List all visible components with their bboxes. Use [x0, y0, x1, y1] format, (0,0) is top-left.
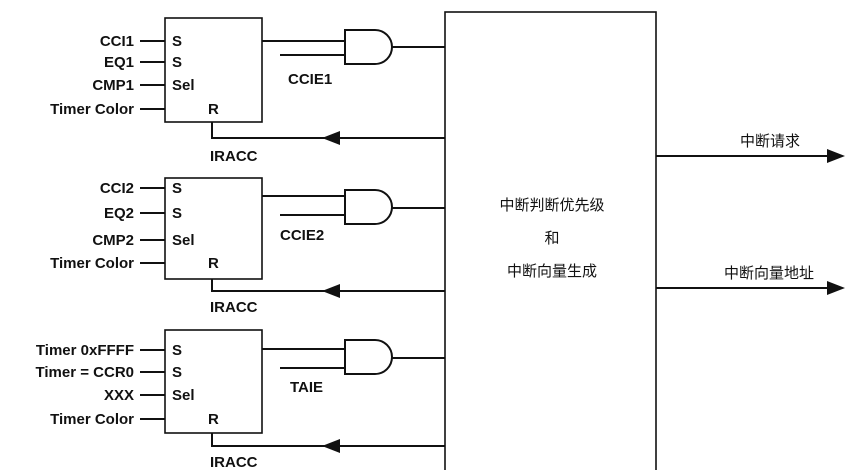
- input-label: CMP2: [92, 232, 134, 249]
- enable-label: CCIE1: [288, 71, 332, 88]
- and-gate-3: [344, 339, 393, 375]
- priority-vector-box: [444, 11, 657, 470]
- enable-label: CCIE2: [280, 227, 324, 244]
- central-label-line3: 中断向量生成: [507, 262, 597, 280]
- interrupt-request-arrow: [827, 149, 845, 163]
- flag-register-box-1: [164, 17, 263, 123]
- pin-label: R: [208, 101, 219, 118]
- feedback-arrow: [322, 284, 340, 298]
- feedback-wire: [211, 122, 445, 139]
- outputs: 中断请求 中断向量地址: [656, 132, 845, 295]
- and-gate-2: [344, 189, 393, 225]
- vector-address-label: 中断向量地址: [724, 264, 814, 282]
- enable-label: TAIE: [290, 379, 323, 396]
- pin-label: Sel: [172, 387, 195, 404]
- pin-label: S: [172, 54, 182, 71]
- input-label: EQ1: [104, 54, 134, 71]
- pin-label: S: [172, 180, 182, 197]
- vector-address-arrow: [827, 281, 845, 295]
- input-label: CCI1: [100, 33, 134, 50]
- input-label: XXX: [104, 387, 134, 404]
- pin-label: S: [172, 364, 182, 381]
- feedback-label: IRACC: [210, 299, 258, 316]
- interrupt-priority-block: 中断判断优先级 和 中断向量生成: [444, 11, 657, 470]
- feedback-wire: [211, 433, 445, 447]
- feedback-arrow: [322, 131, 340, 145]
- pin-label: R: [208, 411, 219, 428]
- interrupt-request-label: 中断请求: [740, 132, 800, 150]
- interrupt-block-3: Timer 0xFFFF Timer = CCR0 XXX Timer Colo…: [35, 329, 445, 470]
- feedback-arrow: [322, 439, 340, 453]
- pin-label: Sel: [172, 232, 195, 249]
- central-label-line1: 中断判断优先级: [499, 196, 604, 214]
- pin-label: S: [172, 205, 182, 222]
- input-label: Timer Color: [50, 101, 134, 118]
- and-gate-1: [344, 29, 393, 65]
- input-label: Timer = CCR0: [35, 364, 134, 381]
- input-label: Timer Color: [50, 255, 134, 272]
- pin-label: Sel: [172, 77, 195, 94]
- feedback-label: IRACC: [210, 454, 258, 470]
- flag-register-box-3: [164, 329, 263, 434]
- feedback-wire: [211, 279, 445, 292]
- central-label-line2: 和: [544, 229, 559, 247]
- input-label: CCI2: [100, 180, 134, 197]
- input-label: Timer 0xFFFF: [36, 342, 134, 359]
- pin-label: S: [172, 342, 182, 359]
- pin-label: R: [208, 255, 219, 272]
- interrupt-block-2: CCI2 EQ2 CMP2 Timer Color S S Sel R CCIE…: [50, 177, 445, 316]
- interrupt-block-1: CCI1 EQ1 CMP1 Timer Color S S Sel R CCIE…: [50, 17, 445, 165]
- flag-register-box-2: [164, 177, 263, 280]
- pin-label: S: [172, 33, 182, 50]
- input-label: Timer Color: [50, 411, 134, 428]
- input-label: EQ2: [104, 205, 134, 222]
- input-label: CMP1: [92, 77, 134, 94]
- feedback-label: IRACC: [210, 148, 258, 165]
